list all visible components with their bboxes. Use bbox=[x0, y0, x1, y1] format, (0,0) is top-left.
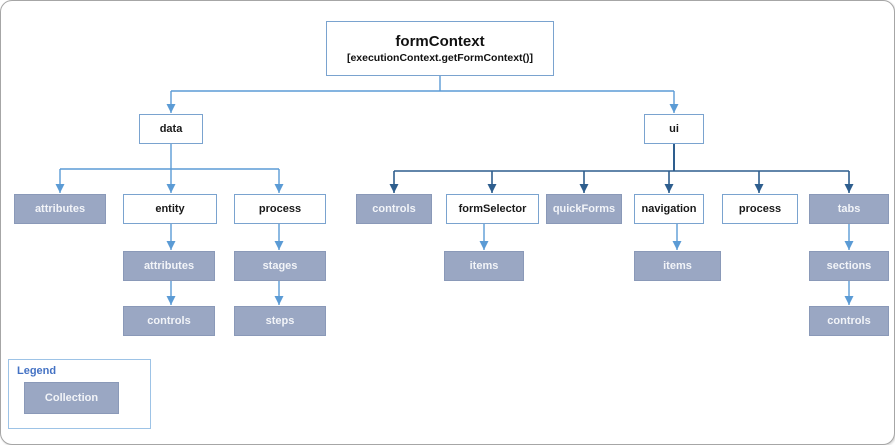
node-navigation: navigation bbox=[634, 194, 704, 224]
node-formcontext: formContext [executionContext.getFormCon… bbox=[326, 21, 554, 76]
node-data-attributes: attributes bbox=[14, 194, 106, 224]
node-ui-process: process bbox=[722, 194, 798, 224]
legend: Legend Collection bbox=[8, 359, 151, 429]
legend-collection-swatch: Collection bbox=[24, 382, 119, 414]
node-formselector: formSelector bbox=[446, 194, 539, 224]
legend-title: Legend bbox=[17, 365, 57, 377]
node-ui: ui bbox=[644, 114, 704, 144]
node-data-process: process bbox=[234, 194, 326, 224]
node-process-stages-steps: steps bbox=[234, 306, 326, 336]
node-entity-attributes-controls: controls bbox=[123, 306, 215, 336]
node-navigation-items: items bbox=[634, 251, 721, 281]
node-ui-controls: controls bbox=[356, 194, 432, 224]
node-entity-attributes: attributes bbox=[123, 251, 215, 281]
node-formcontext-subtitle: [executionContext.getFormContext()] bbox=[346, 52, 534, 64]
node-tabs: tabs bbox=[809, 194, 889, 224]
node-data: data bbox=[139, 114, 203, 144]
node-formselector-items: items bbox=[444, 251, 524, 281]
node-quickforms: quickForms bbox=[546, 194, 622, 224]
node-process-stages: stages bbox=[234, 251, 326, 281]
node-tabs-sections-controls: controls bbox=[809, 306, 889, 336]
node-formcontext-title: formContext bbox=[395, 33, 485, 50]
node-entity: entity bbox=[123, 194, 217, 224]
node-tabs-sections: sections bbox=[809, 251, 889, 281]
